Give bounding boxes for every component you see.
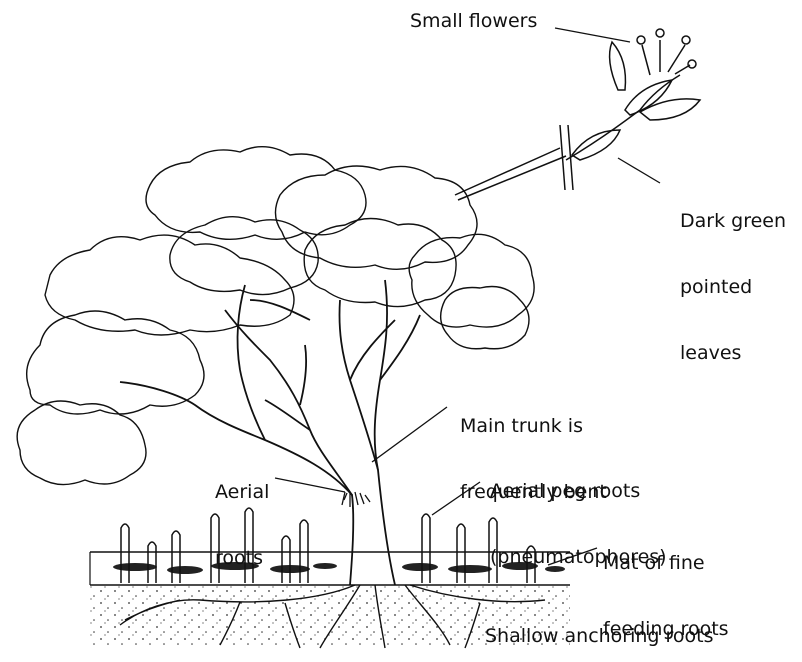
label-aerial-roots: Aerial roots (215, 437, 269, 591)
label-line: Main trunk is (460, 415, 607, 437)
label-line: Mat of fine (603, 552, 729, 574)
label-dark-green-leaves: Dark green pointed leaves (680, 166, 786, 386)
tree-trunk (120, 280, 420, 585)
label-line: Aerial peg roots (490, 480, 667, 502)
label-line: Dark green (680, 210, 786, 232)
aerial-roots-tuft (342, 492, 370, 509)
label-anchoring-roots: Shallow anchoring roots (485, 625, 714, 647)
tree-canopy (17, 147, 534, 485)
label-line: Aerial (215, 481, 269, 503)
label-small-flowers: Small flowers (410, 10, 537, 32)
label-line: roots (215, 547, 269, 569)
flowering-twig (455, 29, 700, 200)
label-line: leaves (680, 342, 786, 364)
label-line: pointed (680, 276, 786, 298)
